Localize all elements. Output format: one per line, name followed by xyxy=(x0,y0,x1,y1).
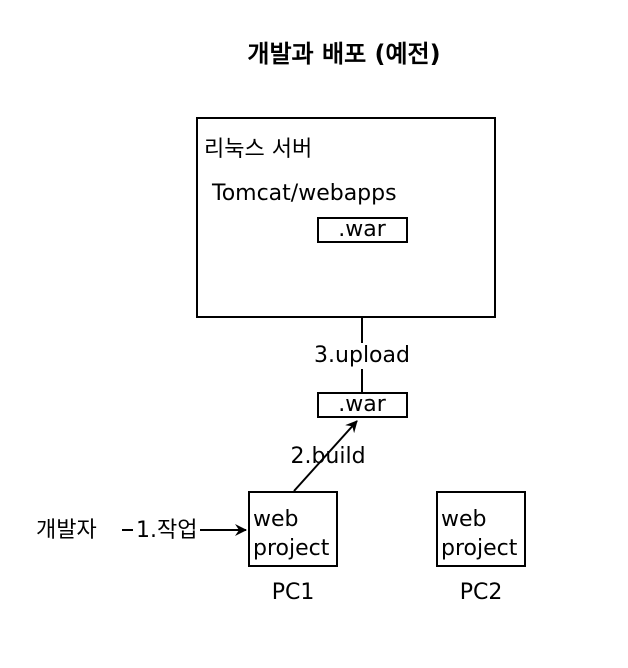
deployed-war-label: .war xyxy=(338,217,386,242)
pc1-project-line2: project xyxy=(253,535,330,561)
developer-label: 개발자 xyxy=(36,518,97,543)
pc1-label: PC1 xyxy=(271,580,315,605)
deployed-war-box xyxy=(317,217,408,243)
build-arrow xyxy=(293,420,358,492)
pc1-web-project-label: web project xyxy=(253,506,329,563)
pc2-project-line1: web xyxy=(441,507,487,532)
build-step-label: 2.build xyxy=(290,444,366,469)
diagram-title: 개발과 배포 (예전) xyxy=(247,40,441,68)
upload-step-label: 3.upload xyxy=(311,343,413,370)
linux-server-label: 리눅스 서버 xyxy=(204,137,313,162)
pc2-project-line2: project xyxy=(441,535,518,561)
work-step-label: 1.작업 xyxy=(133,518,201,545)
built-war-label: .war xyxy=(338,392,386,417)
pc2-label: PC2 xyxy=(459,580,503,605)
pc1-web-project-box xyxy=(248,491,338,567)
pc2-web-project-box xyxy=(436,491,526,567)
built-war-box xyxy=(317,392,408,418)
pc2-web-project-label: web project xyxy=(441,506,517,563)
pc1-project-line1: web xyxy=(253,507,299,532)
tomcat-webapps-label: Tomcat/webapps xyxy=(212,181,397,206)
